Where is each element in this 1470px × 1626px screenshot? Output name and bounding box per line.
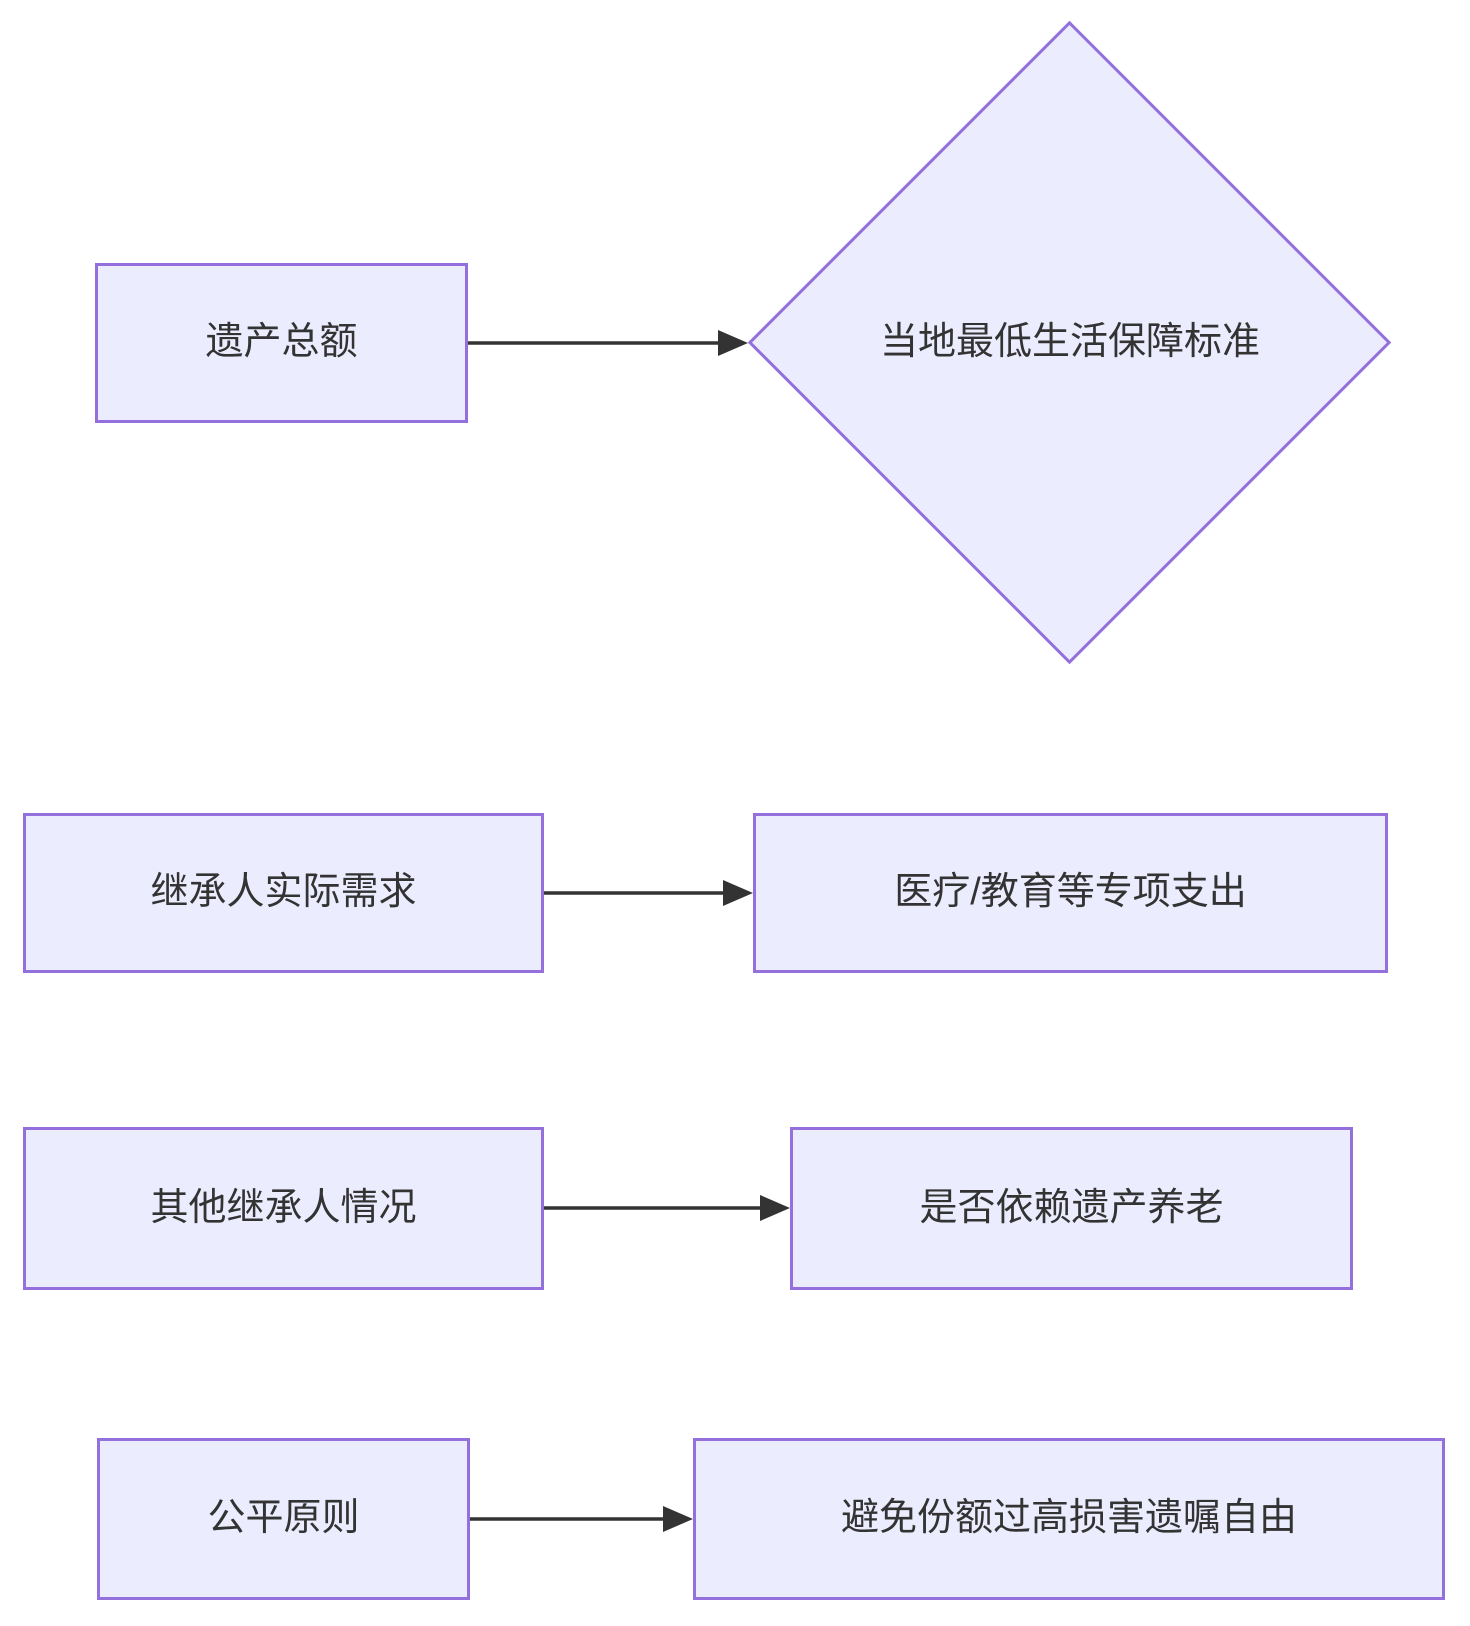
node-other-heirs-situation-label: 其他继承人情况 — [150, 1186, 417, 1229]
node-estate-total-label: 遗产总额 — [205, 321, 358, 364]
node-heir-actual-needs-label: 继承人实际需求 — [150, 871, 417, 914]
node-heir-actual-needs: 继承人实际需求 — [23, 813, 544, 973]
arrow-estate-to-standard — [468, 330, 748, 356]
node-medical-education-special-expenses-label: 医疗/教育等专项支出 — [894, 871, 1247, 914]
arrow-fairness-to-avoid — [470, 1506, 693, 1532]
arrow-otherheirs-to-depend — [544, 1195, 790, 1221]
node-relies-on-estate-for-elderly-care-label: 是否依赖遗产养老 — [919, 1186, 1224, 1229]
node-medical-education-special-expenses: 医疗/教育等专项支出 — [753, 813, 1388, 973]
node-other-heirs-situation: 其他继承人情况 — [23, 1127, 544, 1290]
node-relies-on-estate-for-elderly-care: 是否依赖遗产养老 — [790, 1127, 1353, 1290]
node-avoid-excessive-share-label: 避免份额过高损害遗嘱自由 — [840, 1497, 1297, 1540]
node-fairness-principle-label: 公平原则 — [207, 1497, 360, 1540]
node-avoid-excessive-share: 避免份额过高损害遗嘱自由 — [693, 1438, 1445, 1600]
node-local-min-living-standard-label: 当地最低生活保障标准 — [879, 321, 1260, 364]
node-estate-total: 遗产总额 — [95, 263, 468, 423]
arrow-needs-to-medical — [544, 880, 753, 906]
node-fairness-principle: 公平原则 — [97, 1438, 470, 1600]
node-local-min-living-standard-label-box: 当地最低生活保障标准 — [748, 21, 1392, 665]
